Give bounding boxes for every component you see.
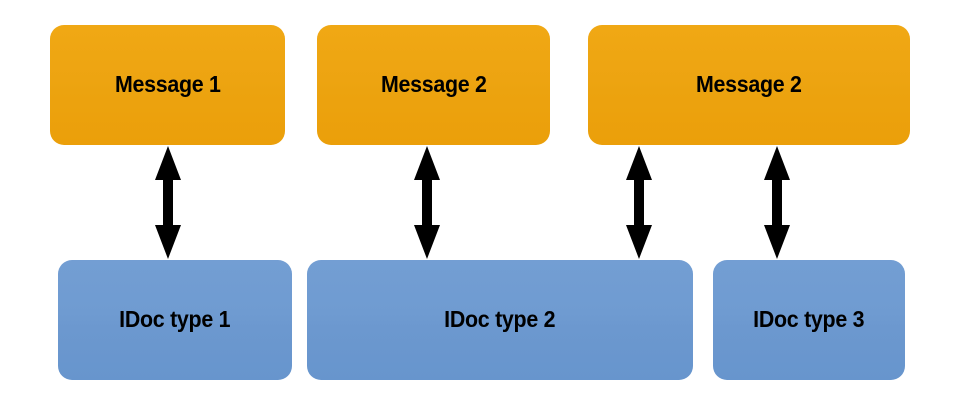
- message-node-1[interactable]: Message 1: [50, 25, 285, 145]
- idoc-node-2-label: IDoc type 2: [444, 306, 556, 333]
- idoc-node-3[interactable]: IDoc type 3: [713, 260, 905, 380]
- idoc-node-2[interactable]: IDoc type 2: [307, 260, 693, 380]
- idoc-node-1[interactable]: IDoc type 1: [58, 260, 292, 380]
- double-arrow-icon-message-2b-idoc-type-3: [757, 146, 797, 259]
- message-node-3[interactable]: Message 2: [588, 25, 910, 145]
- double-arrow-icon-message-2a-idoc-type-2: [407, 146, 447, 259]
- message-node-1-label: Message 1: [114, 71, 221, 98]
- message-node-2[interactable]: Message 2: [317, 25, 550, 145]
- idoc-node-3-label: IDoc type 3: [753, 306, 865, 333]
- message-node-2-label: Message 2: [380, 71, 487, 98]
- double-arrow-icon-message-2b-idoc-type-2: [619, 146, 659, 259]
- double-arrow-icon-message-1-idoc-type-1: [148, 146, 188, 259]
- idoc-node-1-label: IDoc type 1: [119, 306, 231, 333]
- message-node-3-label: Message 2: [696, 71, 802, 98]
